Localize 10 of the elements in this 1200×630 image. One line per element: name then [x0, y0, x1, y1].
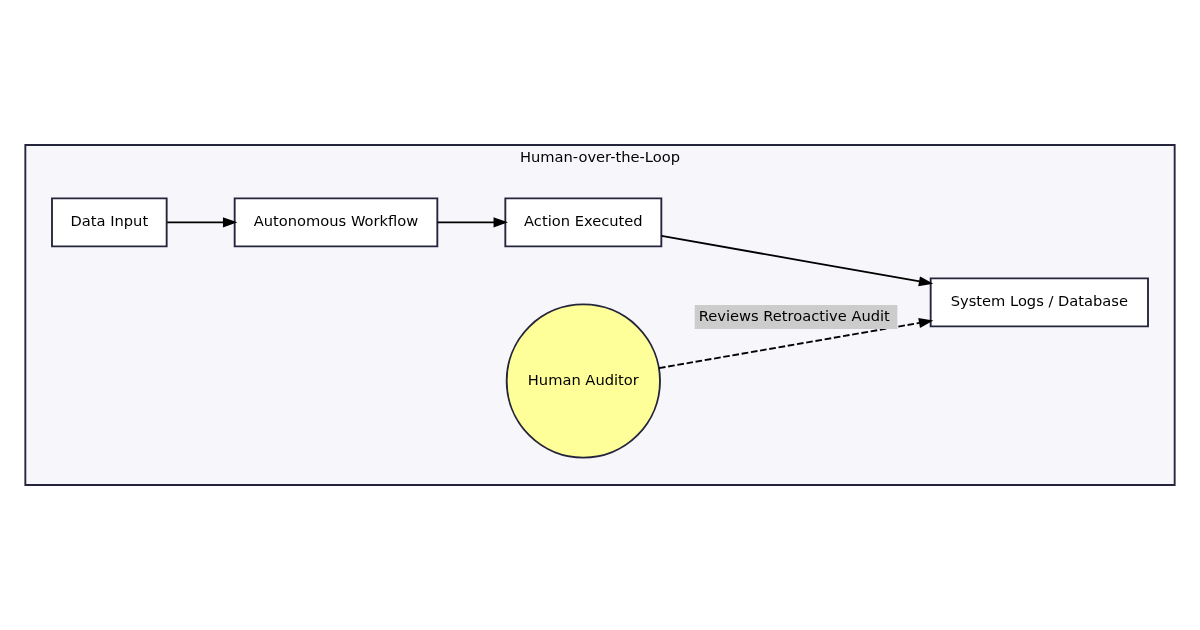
arrow — [166, 217, 238, 228]
node-box: Action Executed — [504, 197, 663, 248]
arrow — [436, 217, 508, 228]
node-circle: Human Auditor — [505, 303, 661, 459]
arrow — [660, 234, 934, 287]
node-box: Autonomous Workflow — [233, 197, 439, 248]
arrow — [658, 318, 934, 370]
node-box: Data Input — [51, 197, 168, 248]
edge-label: Reviews Retroactive Audit — [698, 306, 890, 324]
node-box: System Logs / Database — [929, 277, 1149, 328]
